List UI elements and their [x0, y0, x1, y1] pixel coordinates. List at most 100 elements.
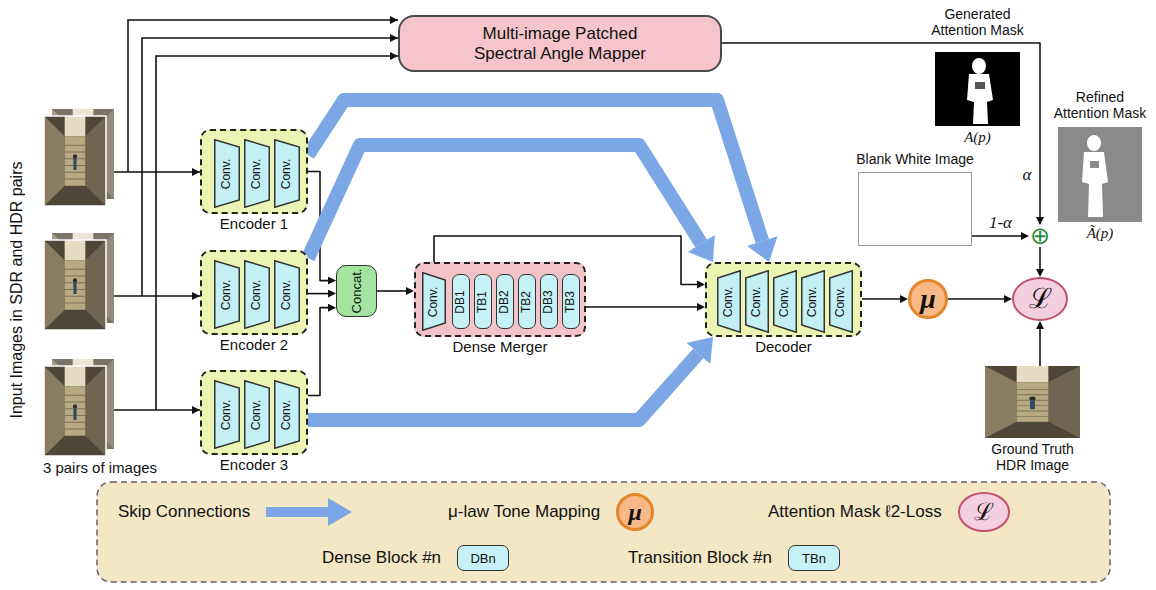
legend-text: Dense Block #n [322, 548, 441, 568]
mask-figure [1087, 135, 1101, 151]
conv-layer: Conv. [801, 270, 825, 333]
conv-layer: Conv. [829, 270, 853, 333]
node-label: DB2 [498, 290, 512, 313]
node-label: Conv. [280, 399, 294, 429]
conv-trapezoid [215, 381, 240, 449]
node-label: Conv. [250, 279, 264, 309]
node-label: ℒ [1029, 285, 1052, 313]
decoder-box: DecoderConv.Conv.Conv.Conv.Conv. [705, 262, 862, 337]
input-stack [44, 233, 114, 330]
data-flow-arrow [1039, 329, 1041, 366]
node-caption: Encoder 2 [220, 336, 288, 353]
dense-block: DB1 [452, 274, 470, 329]
concat-box: Concat. [336, 265, 377, 317]
node-label: Concat. [349, 269, 364, 314]
input-photo [44, 366, 106, 456]
mapper-box: Multi-image Patched Spectral Angle Mappe… [398, 15, 722, 72]
data-flow-arrow [948, 298, 1004, 300]
shape-outline [935, 52, 1020, 126]
conv-trapezoid [215, 140, 240, 208]
legend-symbol: ℒ [974, 500, 994, 524]
white-image: Blank White Image [858, 172, 972, 246]
conv-trapezoid [245, 381, 270, 449]
node-label: Conv. [280, 158, 294, 188]
legend-symbol: μ [629, 500, 642, 524]
side-label: 3 pairs of images [43, 459, 157, 476]
input-photo [44, 240, 106, 330]
mask-figure [1082, 152, 1108, 217]
legend-text: μ-law Tone Mapping [448, 502, 600, 522]
data-flow-arrow [586, 306, 697, 308]
node-label: Conv. [280, 279, 294, 309]
conv-layer: Conv. [717, 270, 741, 333]
legend-sample [266, 497, 352, 527]
dense-block: DB2 [496, 274, 514, 329]
node-caption: Encoder 1 [220, 215, 288, 232]
conv-trapezoid [802, 271, 825, 333]
conv-layer: Conv. [745, 270, 769, 333]
node-caption: A(p) [964, 129, 991, 146]
node-label: Conv. [250, 399, 264, 429]
legend-band [97, 482, 1110, 582]
node-label: Conv. [722, 286, 736, 316]
conv-trapezoid [245, 261, 270, 329]
node-label: μ [920, 285, 936, 313]
hdr-photo [985, 366, 1080, 438]
conv-trapezoid [718, 271, 741, 333]
node-label: Conv. [778, 286, 792, 316]
input-wire [114, 409, 200, 411]
node-caption: Encoder 3 [220, 456, 288, 473]
tone-map-circle: μ [908, 279, 948, 319]
node-label: Conv. [806, 286, 820, 316]
node-label: DB3 [542, 290, 556, 313]
mask-image: Generated Attention MaskA(p) [935, 52, 1020, 126]
edge-label: 1-α [987, 213, 1014, 233]
input-stack [44, 359, 114, 456]
conv-trapezoid [275, 140, 300, 208]
shape-outline [858, 172, 972, 246]
data-flow-arrow [308, 293, 328, 295]
dense-block: TB2 [518, 274, 536, 329]
conv-trapezoid [423, 273, 446, 331]
node-caption: Ã(p) [1087, 225, 1114, 242]
skip-connection [308, 353, 698, 420]
node-label: TB1 [476, 290, 490, 312]
input-wire [114, 295, 200, 297]
conv-trapezoid [275, 381, 300, 449]
conv-trapezoid [275, 261, 300, 329]
node-label: Conv. [220, 399, 234, 429]
conv-trapezoid [245, 140, 270, 208]
conv-layer: Conv. [274, 380, 300, 449]
data-flow-arrow [377, 290, 406, 292]
mask-figure [972, 58, 986, 74]
node-label: ⊕ [1030, 224, 1050, 248]
dense-block: TB1 [474, 274, 492, 329]
legend-symbol: DBn [470, 552, 495, 565]
node-label: Conv. [220, 279, 234, 309]
mask-figure [967, 74, 993, 124]
input-photo [44, 116, 106, 206]
node-label: Conv. [220, 158, 234, 188]
node-label: TB2 [520, 290, 534, 312]
conv-layer: Conv. [274, 260, 300, 329]
mask-ground [935, 52, 1020, 126]
photo-frame [44, 366, 106, 456]
mask-detail [975, 82, 985, 89]
input-wire [114, 171, 200, 173]
photo-frame [44, 116, 106, 206]
data-flow-arrow [1039, 247, 1041, 269]
skip-connection [308, 145, 701, 258]
conv-trapezoid [830, 271, 853, 333]
encoder-box: Encoder 1Conv.Conv.Conv. [200, 129, 308, 214]
conv-trapezoid [215, 261, 240, 329]
shape-outline [985, 366, 1080, 438]
conv-layer: Conv. [214, 260, 240, 329]
encoder-box: Encoder 2Conv.Conv.Conv. [200, 250, 308, 335]
mask-detail [1090, 161, 1099, 168]
input-stack [44, 109, 114, 206]
node-label: Multi-image Patched Spectral Angle Mappe… [455, 24, 665, 63]
data-flow-arrow [308, 308, 328, 396]
loss-ellipse: ℒ [1012, 277, 1068, 321]
node-caption: Ground Truth HDR Image [985, 441, 1081, 473]
